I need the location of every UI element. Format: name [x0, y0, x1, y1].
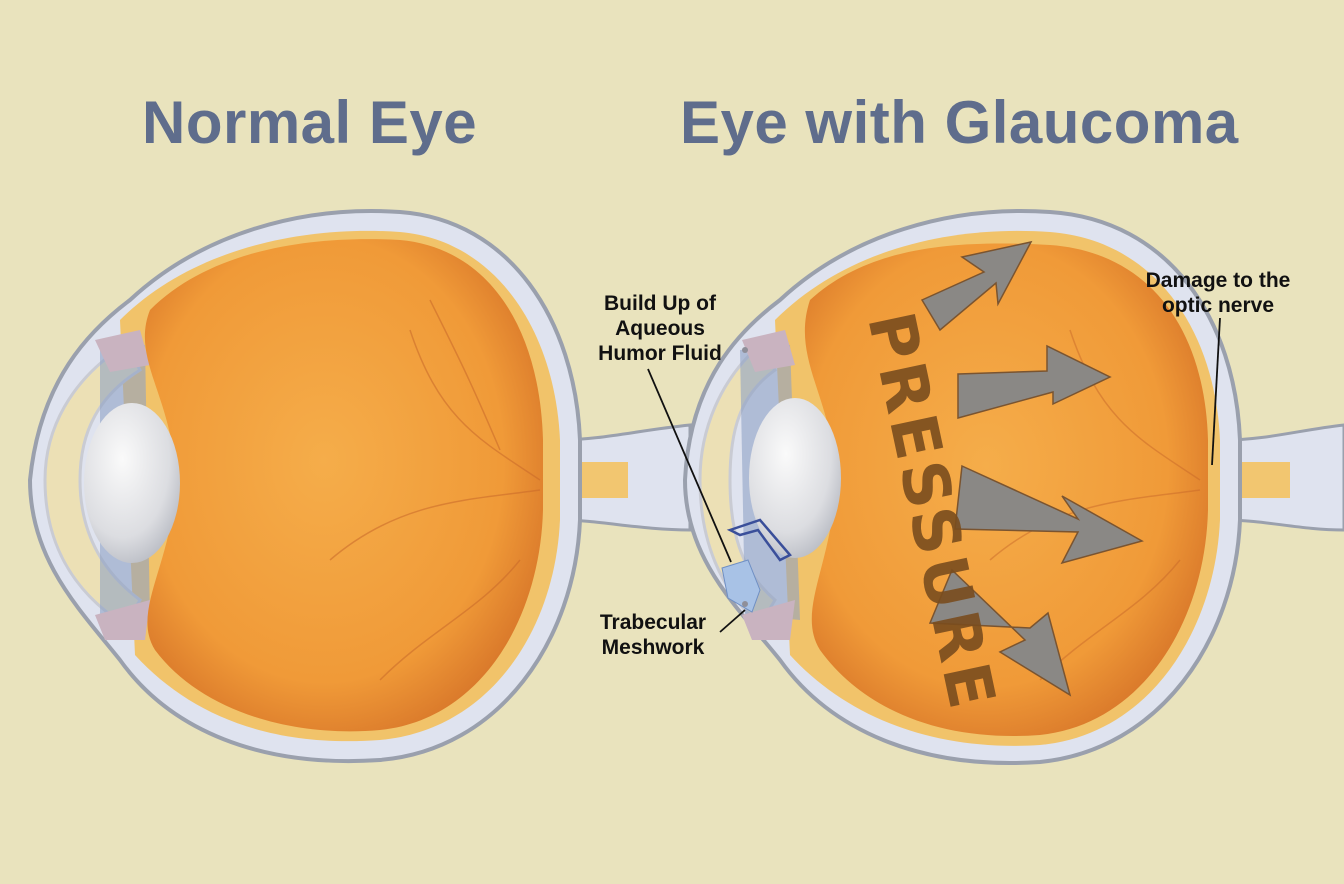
glaucoma-eye: PRESSURE: [682, 209, 1344, 765]
arrow-down-right-icon: [928, 568, 1072, 697]
leader-lines: [647, 317, 1221, 633]
arrow-right-down-icon: [954, 464, 1144, 565]
arrow-up-right-icon: [920, 240, 1033, 332]
label-optic-nerve-damage: Damage to the optic nerve: [1145, 269, 1291, 317]
label-trabecular-meshwork: Trabecular Meshwork: [599, 611, 707, 659]
pressure-arrows: [920, 240, 1144, 697]
label-aqueous-humor-buildup: Build Up of Aqueous Humor Fluid: [598, 292, 722, 365]
normal-eye: [27, 209, 692, 763]
title-glaucoma-eye: Eye with Glaucoma: [680, 89, 1239, 156]
arrow-right-icon: [957, 344, 1112, 419]
title-normal-eye: Normal Eye: [142, 89, 478, 156]
